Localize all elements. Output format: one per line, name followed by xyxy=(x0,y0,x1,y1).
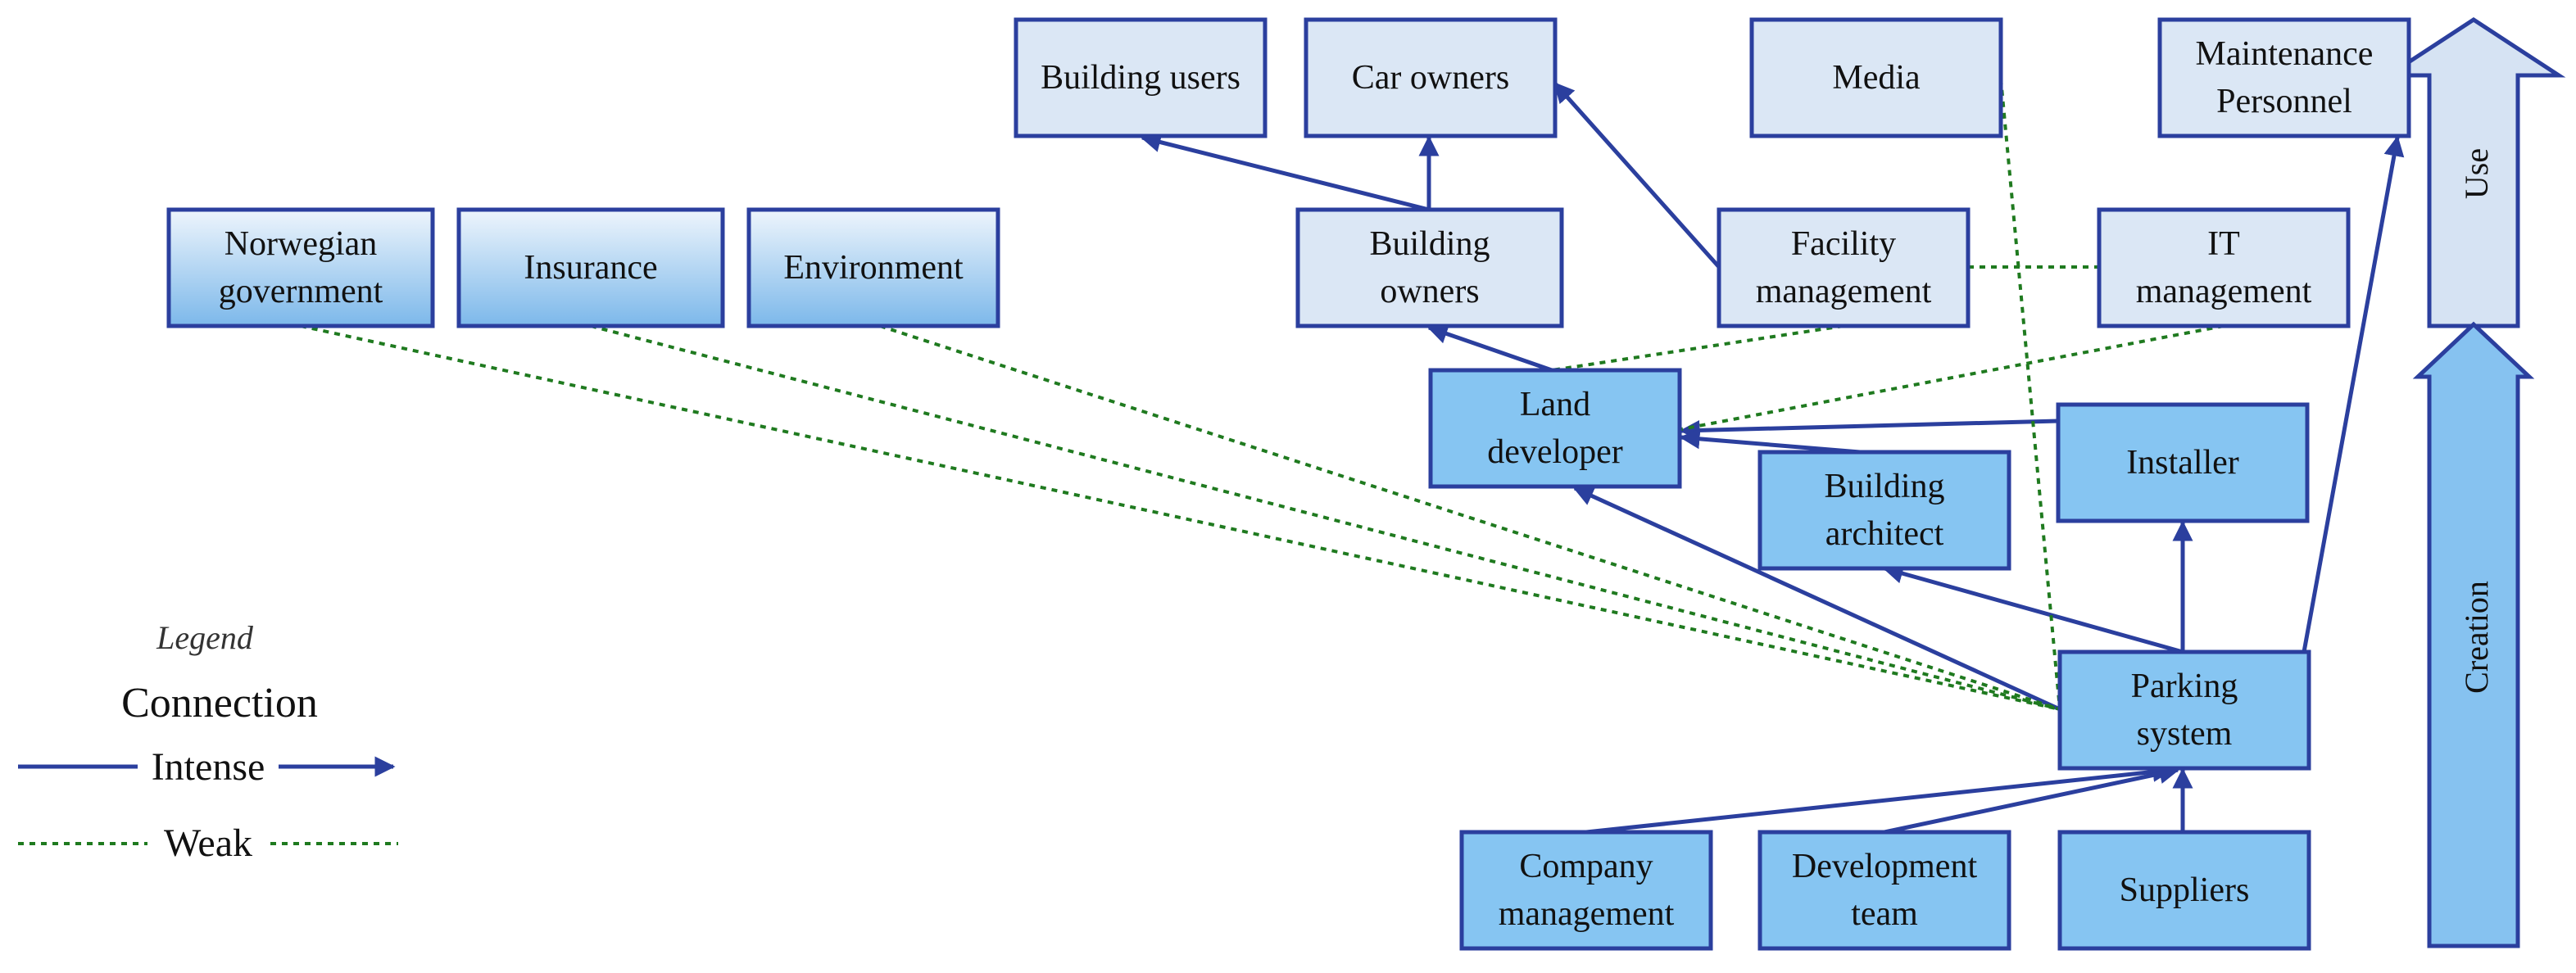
connection-intense-land-developer-to-building-owners xyxy=(1426,324,1553,373)
node-box-installer xyxy=(2056,402,2310,523)
node-label-development-team: Development xyxy=(1792,848,1978,885)
node-box-maintenance-personnel xyxy=(2157,17,2411,138)
node-box-parking-system xyxy=(2057,649,2311,771)
node-label-building-owners: Building xyxy=(1369,225,1490,263)
node-building-users: Building users xyxy=(1014,17,1268,138)
connection-intense-parking-system-to-maintenance-personnel xyxy=(2302,135,2405,653)
node-label-norwegian-government: Norwegian xyxy=(224,225,378,263)
node-box-media xyxy=(1749,17,2003,138)
node-label-norwegian-government: government xyxy=(219,273,383,310)
node-box-building-architect xyxy=(1757,450,2011,571)
node-box-environment xyxy=(746,207,1000,328)
node-box-insurance xyxy=(456,207,725,328)
node-label-suppliers: Suppliers xyxy=(2120,871,2250,909)
node-label-building-users: Building users xyxy=(1041,59,1240,97)
node-label-it-management: management xyxy=(2136,273,2312,310)
connection-weak-environment-to-parking-system xyxy=(879,324,2061,711)
connection-weak-insurance-to-parking-system xyxy=(590,324,2061,711)
connection-weak-media-to-parking-system xyxy=(1999,78,2061,710)
node-facility-management: Facility management xyxy=(1717,207,1971,328)
node-label-facility-management: Facility xyxy=(1791,225,1896,263)
node-building-architect: Building architect xyxy=(1757,450,2011,571)
use-phase-label: Use xyxy=(2458,148,2495,199)
node-label-maintenance-personnel: Personnel xyxy=(2216,83,2352,120)
connection-intense-building-owners-to-building-users xyxy=(1140,132,1430,212)
node-car-owners: Car owners xyxy=(1304,17,1558,138)
node-label-company-management: Company xyxy=(1519,848,1653,885)
node-box-development-team xyxy=(1757,830,2011,951)
node-box-suppliers xyxy=(2057,830,2311,951)
connection-weak-norwegian-government-to-parking-system xyxy=(300,324,2061,711)
node-label-environment: Environment xyxy=(783,249,964,287)
node-label-car-owners: Car owners xyxy=(1352,59,1509,97)
node-label-company-management: management xyxy=(1499,895,1675,933)
use-phase-arrow xyxy=(2381,17,2566,328)
connection-intense-building-architect-to-land-developer xyxy=(1679,428,1861,455)
legend-intense-label: Intense xyxy=(152,745,265,789)
node-development-team: Development team xyxy=(1757,830,2011,951)
node-it-management: IT management xyxy=(2097,207,2351,328)
node-box-company-management xyxy=(1459,830,1713,951)
node-box-norwegian-government xyxy=(166,207,435,328)
node-label-development-team: team xyxy=(1851,895,1918,933)
connection-weak-facility-management-to-land-developer xyxy=(1551,324,1844,372)
node-land-developer: Land developer xyxy=(1428,368,1682,489)
connection-intense-installer-to-land-developer xyxy=(1679,419,2059,441)
connection-weak-it-management-to-land-developer xyxy=(1680,324,2225,431)
legend-subtitle: Connection xyxy=(121,680,318,726)
node-media: Media xyxy=(1749,17,2003,138)
node-label-maintenance-personnel: Maintenance xyxy=(2196,35,2374,73)
node-label-it-management: IT xyxy=(2207,225,2240,263)
connection-intense-facility-management-to-car-owners xyxy=(1553,82,1721,269)
legend-weak-label: Weak xyxy=(164,821,252,865)
node-norwegian-government: Norwegian government xyxy=(166,207,435,328)
node-label-parking-system: system xyxy=(2137,715,2233,753)
nodes-layer: Building users Car owners Media Maintenance… xyxy=(166,17,2411,951)
creation-phase-label: Creation xyxy=(2458,581,2495,694)
node-label-land-developer: developer xyxy=(1487,433,1623,471)
connection-intense-company-management-to-parking-system xyxy=(1585,761,2174,835)
node-company-management: Company management xyxy=(1459,830,1713,951)
node-box-facility-management xyxy=(1717,207,1971,328)
node-suppliers: Suppliers xyxy=(2057,830,2311,951)
node-box-building-owners xyxy=(1295,207,1564,328)
node-label-building-architect: architect xyxy=(1825,515,1944,553)
phase-arrows: Use Creation xyxy=(2381,17,2566,948)
creation-phase-arrow xyxy=(2412,321,2535,948)
node-box-land-developer xyxy=(1428,368,1682,489)
node-label-building-architect: Building xyxy=(1824,468,1944,505)
node-box-building-users xyxy=(1014,17,1268,138)
node-label-media: Media xyxy=(1832,59,1921,97)
connection-intense-parking-system-to-building-architect xyxy=(1882,563,2184,654)
connections-layer xyxy=(300,78,2405,835)
legend: Legend Connection Intense Weak xyxy=(18,619,398,865)
node-label-insurance: Insurance xyxy=(524,249,657,287)
node-label-installer: Installer xyxy=(2126,444,2239,482)
node-label-facility-management: management xyxy=(1756,273,1932,310)
node-box-car-owners xyxy=(1304,17,1558,138)
node-box-it-management xyxy=(2097,207,2351,328)
connection-intense-parking-system-to-land-developer xyxy=(1572,486,2061,712)
connection-intense-development-team-to-parking-system xyxy=(1884,763,2180,835)
node-label-land-developer: Land xyxy=(1520,386,1590,423)
node-parking-system: Parking system xyxy=(2057,649,2311,771)
node-environment: Environment xyxy=(746,207,1000,328)
node-installer: Installer xyxy=(2056,402,2310,523)
node-insurance: Insurance xyxy=(456,207,725,328)
node-building-owners: Building owners xyxy=(1295,207,1564,328)
node-label-building-owners: owners xyxy=(1380,273,1479,310)
node-label-parking-system: Parking xyxy=(2131,668,2238,705)
legend-title: Legend xyxy=(156,619,254,656)
